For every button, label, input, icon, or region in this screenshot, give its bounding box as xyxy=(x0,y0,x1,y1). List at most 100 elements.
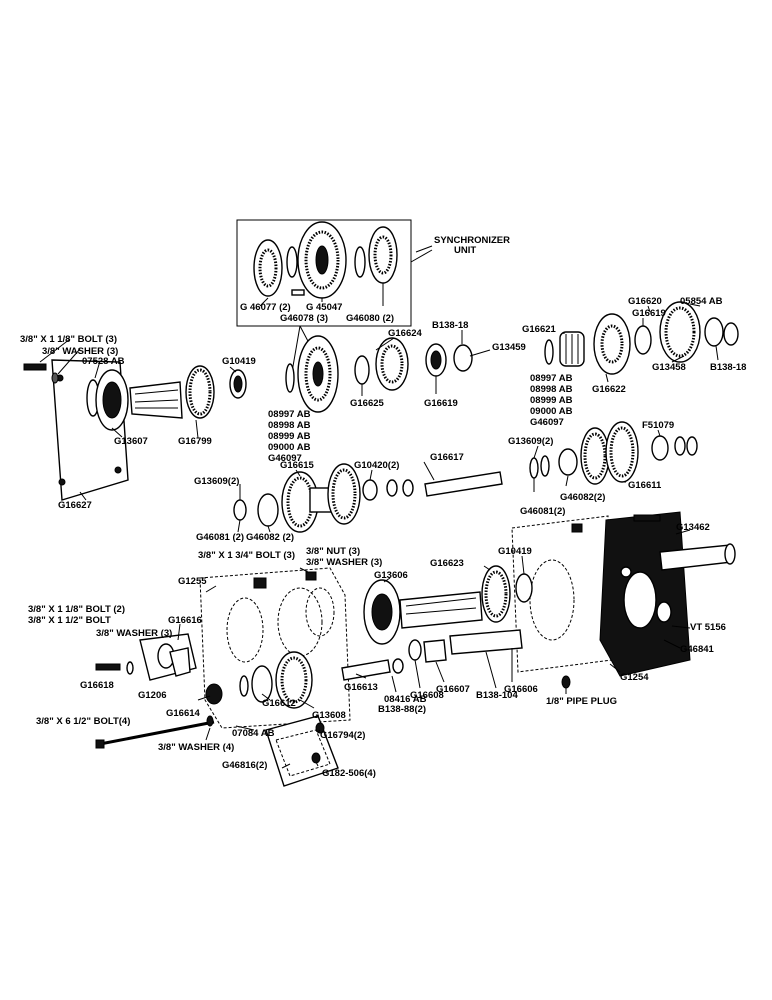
label-g16621: G16621 xyxy=(522,324,557,335)
idler-bearing-part xyxy=(251,665,273,703)
bottom-cover-rib xyxy=(275,729,331,777)
snap-ring-part xyxy=(544,339,554,365)
part-labels: SYNCHRONIZER UNIT G 46077 (2) G 45047 G4… xyxy=(20,235,746,779)
label-g16611: G16611 xyxy=(628,480,662,491)
output-shaft-end xyxy=(724,543,736,565)
label-bolt-1-1-2: 3/8" X 1 1/2" BOLT xyxy=(28,615,111,626)
clutch-sleeve-bore xyxy=(312,361,324,387)
sliding-gear-teeth xyxy=(600,324,624,364)
label-vt5156: VT 5156 xyxy=(690,622,726,633)
label-g16794: G16794(2) xyxy=(320,730,365,741)
bearing-part xyxy=(651,435,669,461)
snap-ring-part xyxy=(285,363,295,393)
synchronizer-box xyxy=(236,219,412,327)
label-g16607: G16607 xyxy=(436,684,470,695)
label-g16618: G16618 xyxy=(80,680,114,691)
label-list-a-2: 08998 AB xyxy=(268,420,311,431)
label-08416: 08416 AB xyxy=(384,694,427,705)
label-g10419-b: G10419 xyxy=(498,546,532,557)
oil-seal-part xyxy=(656,601,672,623)
label-list-a-3: 08999 AB xyxy=(268,431,311,442)
label-g16614: G16614 xyxy=(166,708,201,719)
label-g16799: G16799 xyxy=(178,436,212,447)
gear-teeth xyxy=(583,432,607,480)
label-g13609-b: G13609(2) xyxy=(508,436,553,447)
bolt-part xyxy=(95,663,121,671)
label-washer-c: 3/8" WASHER (3) xyxy=(96,628,172,639)
label-g46082-a: G46082 (2) xyxy=(246,532,294,543)
label-g16619-b: G16619 xyxy=(632,308,666,319)
pipe-plug-part xyxy=(561,675,571,689)
washer-part xyxy=(686,436,698,456)
thrust-washer-part xyxy=(354,355,370,385)
ring-part xyxy=(392,658,404,674)
label-washer-d: 3/8" WASHER (4) xyxy=(158,742,234,753)
label-g13459: G13459 xyxy=(492,342,526,353)
label-synchronizer-unit: UNIT xyxy=(454,245,476,256)
label-b138-104: B138-104 xyxy=(476,690,518,701)
case-bore-outline xyxy=(277,587,323,657)
nut-part xyxy=(305,571,317,581)
label-g16620: G16620 xyxy=(628,296,662,307)
label-g13462: G13462 xyxy=(676,522,710,533)
label-g16612: G16612 xyxy=(262,698,296,709)
label-g46080: G46080 (2) xyxy=(346,313,394,324)
stud-part xyxy=(633,514,661,522)
screw-part xyxy=(315,722,325,734)
label-g16615: G16615 xyxy=(280,460,315,471)
washer-part xyxy=(233,499,247,521)
sliding-gear-part xyxy=(593,313,631,375)
sync-ring-teeth xyxy=(258,248,278,288)
sync-ring-part xyxy=(253,239,283,297)
cluster-gear-teeth xyxy=(331,468,357,520)
shaft-spline-line xyxy=(134,399,179,403)
bolt-part xyxy=(253,577,267,589)
label-g46077: G 46077 (2) xyxy=(240,302,291,313)
label-g13606: G13606 xyxy=(374,570,408,581)
bolt-part xyxy=(23,363,47,371)
sync-ring-teeth xyxy=(373,235,393,275)
label-pipe-plug: 1/8" PIPE PLUG xyxy=(546,696,617,707)
bearing-bore xyxy=(102,381,122,419)
label-g13458: G13458 xyxy=(652,362,686,373)
label-list-a-5: G46097 xyxy=(268,453,302,464)
label-g16624: G16624 xyxy=(388,328,423,339)
label-g46082-b: G46082(2) xyxy=(560,492,605,503)
snap-ring-part xyxy=(239,675,249,697)
label-g13609-a: G13609(2) xyxy=(194,476,239,487)
bolt-hole xyxy=(114,466,122,474)
case-bore-outline xyxy=(529,559,575,641)
sync-hub-teeth xyxy=(304,230,340,290)
label-g16627: G16627 xyxy=(58,500,92,511)
label-washer-a: 3/8" WASHER (3) xyxy=(42,346,118,357)
bearing-part xyxy=(558,448,578,476)
label-list-b-2: 08998 AB xyxy=(530,384,573,395)
lock-plate-part xyxy=(423,639,447,663)
ring-part xyxy=(723,322,739,346)
case-bore-outline xyxy=(305,587,335,637)
label-g16606: G16606 xyxy=(504,684,538,695)
reverse-idler-gear-teeth xyxy=(280,656,308,704)
washer-part xyxy=(674,436,686,456)
label-list-b-4: 09000 AB xyxy=(530,406,573,417)
label-b138-18-b: B138-18 xyxy=(710,362,746,373)
washer-part xyxy=(529,457,539,479)
leader-line xyxy=(291,325,301,373)
label-bolt-1-1-8-2: 3/8" X 1 1/8" BOLT (2) xyxy=(28,604,125,615)
roller-bearing-part xyxy=(257,493,279,527)
clutch-sleeve-teeth xyxy=(304,346,332,402)
sync-hub-bore xyxy=(315,245,329,275)
screw-part xyxy=(311,752,321,764)
label-g16623: G16623 xyxy=(430,558,464,569)
pilot-bearing-part xyxy=(515,573,533,603)
mainshaft-spline xyxy=(405,607,477,615)
shift-plate-part xyxy=(291,289,305,296)
spacer-part xyxy=(704,317,724,347)
leader-line xyxy=(410,249,433,263)
washer-part xyxy=(540,455,550,477)
label-05854: 05854 AB xyxy=(680,296,723,307)
label-b138-88: B138-88(2) xyxy=(378,704,426,715)
shaft-spline-line xyxy=(134,389,179,395)
